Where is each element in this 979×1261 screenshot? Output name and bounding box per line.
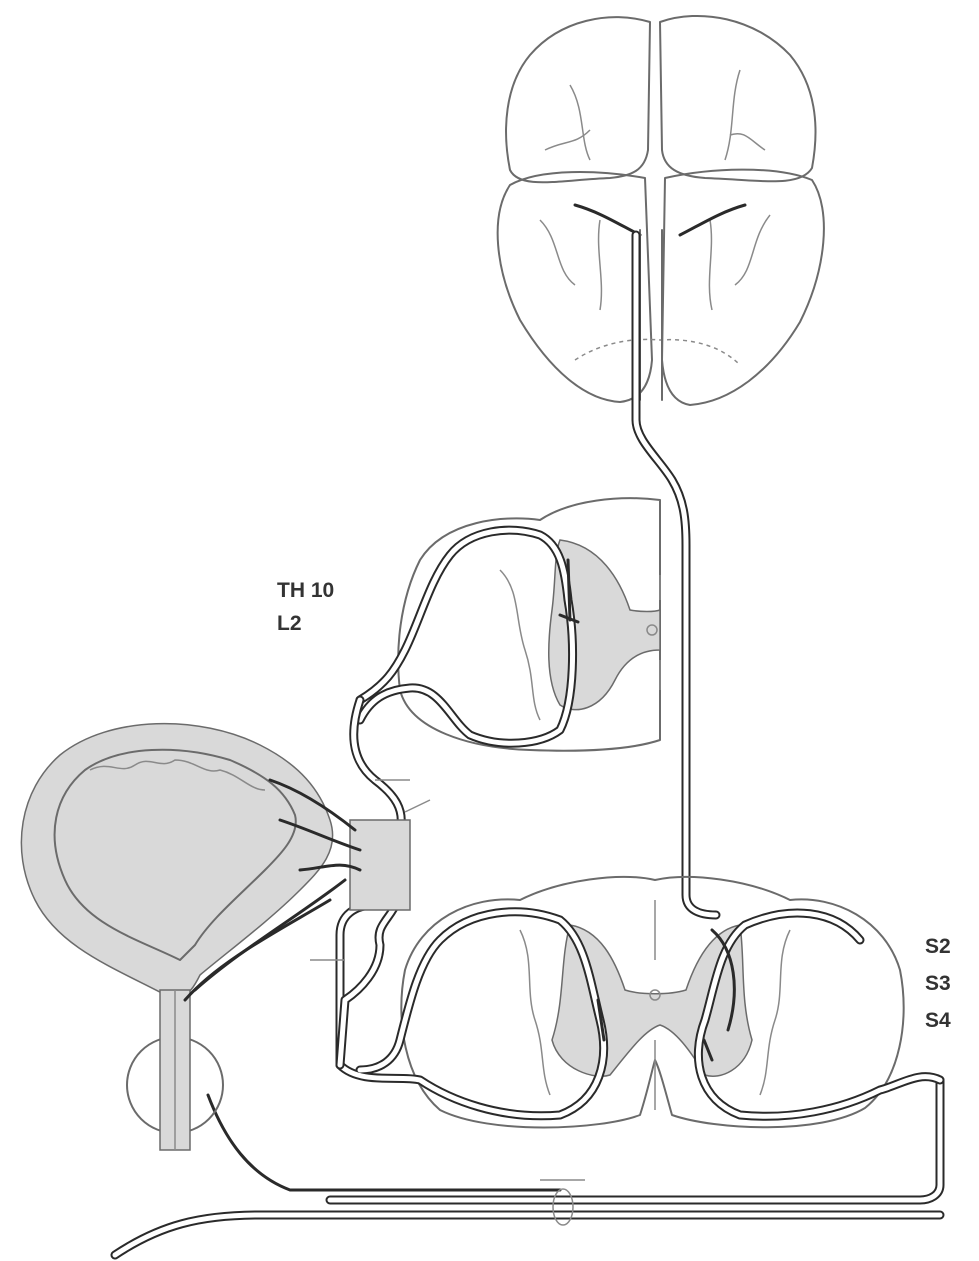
label-l2: L2 [277,612,302,635]
brain-icon [498,16,824,405]
thoracolumbar-reflex-loop [360,530,578,743]
label-s3: S3 [925,972,951,995]
label-th10: TH 10 [277,579,334,602]
descending-tract [636,235,716,915]
label-s4: S4 [925,1009,951,1032]
label-s2: S2 [925,935,951,958]
sacral-reflex-loops [330,905,940,1200]
